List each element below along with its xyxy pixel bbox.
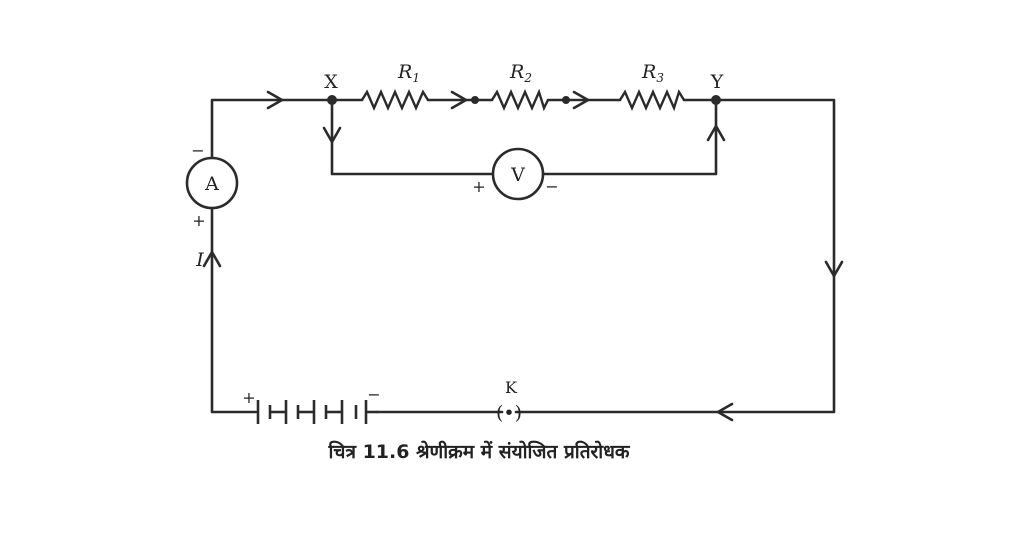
- voltmeter-label: V: [510, 164, 525, 186]
- resistor-r2: [490, 88, 550, 112]
- ammeter-label: A: [204, 173, 219, 195]
- r1-label: R1: [397, 61, 420, 85]
- arrow-current-up: [202, 250, 222, 268]
- wire-left-top: [210, 98, 334, 161]
- junction-r1-r2-dot: [471, 96, 479, 104]
- node-x-label: X: [324, 71, 338, 93]
- ammeter: [185, 156, 239, 210]
- arrow-r1-r2: [450, 90, 468, 110]
- arrow-top-left: [266, 90, 284, 110]
- figure-caption: चित्र 11.6 श्रेणीक्रम में संयोजित प्रतिर…: [327, 440, 630, 463]
- key-label: K: [505, 378, 518, 397]
- junction-r2-r3-dot: [562, 96, 570, 104]
- battery: [256, 400, 378, 424]
- battery-minus-sign: −: [367, 385, 380, 404]
- node-y-dot: [711, 95, 721, 105]
- wire-voltmeter-right: [542, 98, 718, 176]
- r2-label: R2: [509, 61, 532, 85]
- arrow-right-down: [824, 260, 844, 278]
- wire-left-bottom: [210, 206, 258, 414]
- wire-voltmeter-left: [330, 98, 494, 176]
- arrow-bottom-left: [716, 402, 734, 422]
- current-label: I: [195, 249, 204, 271]
- battery-plus-sign: +: [242, 388, 255, 407]
- ammeter-plus-sign: +: [192, 211, 205, 230]
- wire-r3-y-right: [514, 98, 836, 414]
- r3-label: R3: [641, 61, 664, 85]
- arrow-y-up: [706, 124, 726, 142]
- resistor-r3: [618, 89, 686, 112]
- arrow-x-down: [322, 126, 342, 144]
- voltmeter: [491, 147, 545, 201]
- resistor-r1: [360, 89, 430, 111]
- key-symbol: (•): [496, 402, 522, 424]
- arrow-r2-r3: [572, 90, 590, 110]
- node-x-dot: [327, 95, 337, 105]
- voltmeter-minus-sign: −: [545, 177, 558, 196]
- ammeter-minus-sign: −: [191, 141, 204, 160]
- voltmeter-plus-sign: +: [472, 177, 485, 196]
- node-y-label: Y: [710, 71, 724, 93]
